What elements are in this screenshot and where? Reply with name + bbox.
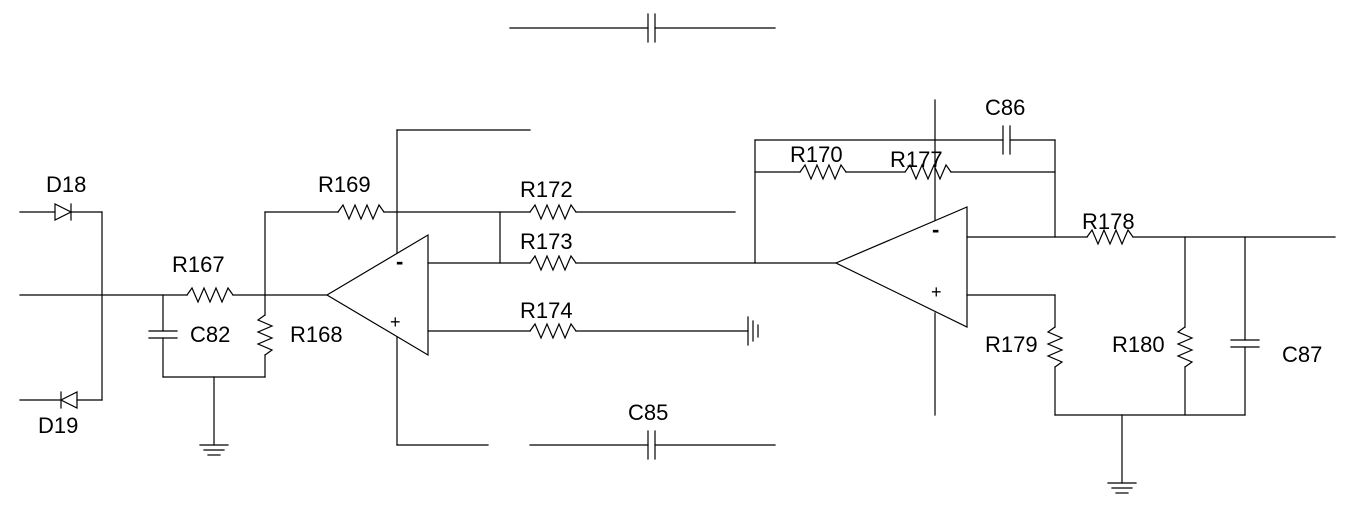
capacitor-c86: [1002, 125, 1011, 155]
resistor-r168: [256, 294, 274, 378]
label-r173: R173: [520, 229, 573, 254]
resistor-r180: [1176, 236, 1194, 416]
capacitor-top: [509, 13, 776, 43]
ground-symbol-1: [199, 376, 229, 456]
label-d18: D18: [46, 172, 86, 197]
capacitor-c87: [1230, 236, 1260, 416]
resistor-r177: [904, 163, 952, 181]
opamp-u2: [834, 99, 968, 416]
opamp-u2-noninverting-sign: +: [931, 282, 942, 302]
opamp-u1-noninverting-sign: +: [390, 312, 401, 332]
opamp-u1-inverting-sign: -: [396, 249, 403, 274]
label-r168: R168: [290, 322, 343, 347]
label-r169: R169: [318, 172, 371, 197]
capacitor-c82: [148, 294, 178, 378]
resistor-r179: [1046, 294, 1064, 416]
resistor-r172: [529, 203, 577, 221]
label-r180: R180: [1112, 332, 1165, 357]
resistor-r178: [1086, 228, 1134, 246]
opamp-u1: [325, 129, 531, 446]
ground-symbol-3: [1107, 414, 1137, 494]
resistor-r174: [529, 322, 577, 340]
label-r170: R170: [790, 142, 843, 167]
label-r167: R167: [172, 252, 225, 277]
resistor-r167: [186, 286, 234, 304]
ground-symbol-2: [747, 316, 759, 346]
label-r177: R177: [890, 147, 943, 172]
diode-d19: [19, 391, 103, 409]
label-c87: C87: [1282, 342, 1322, 367]
opamp-u2-inverting-sign: -: [932, 217, 939, 242]
resistor-r170: [799, 163, 847, 181]
diode-d18: [19, 203, 103, 221]
resistor-r169: [337, 203, 385, 221]
resistor-r173: [529, 254, 577, 272]
label-c82: C82: [190, 322, 230, 347]
label-r174: R174: [520, 298, 573, 323]
capacitor-c85: [529, 430, 776, 460]
label-r178: R178: [1082, 209, 1135, 234]
label-c85: C85: [628, 400, 668, 425]
label-c86: C86: [985, 95, 1025, 120]
label-r172: R172: [520, 177, 573, 202]
label-d19: D19: [38, 413, 78, 438]
label-r179: R179: [985, 332, 1038, 357]
